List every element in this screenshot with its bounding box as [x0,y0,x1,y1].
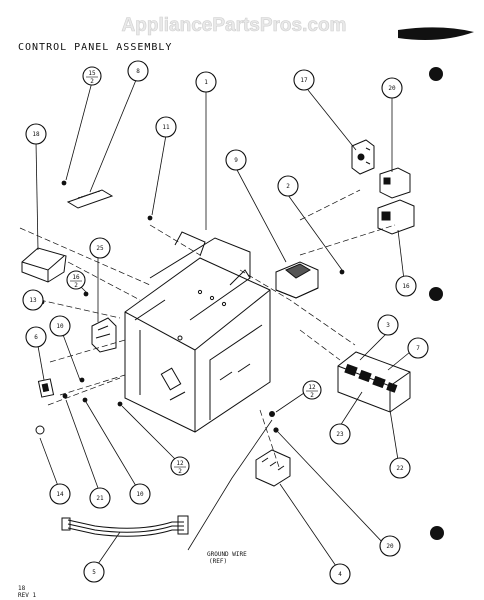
callout-16-2: 16 2 [66,270,86,290]
svg-text:16: 16 [72,274,80,281]
svg-text:25: 25 [96,245,104,252]
callout-25: 25 [89,237,111,259]
fasteners [35,180,345,435]
svg-text:5: 5 [92,569,96,576]
diagram-title: CONTROL PANEL ASSEMBLY [18,42,172,53]
knob-part-17 [351,139,375,175]
callout-5: 5 [83,561,105,583]
svg-text:4: 4 [338,571,342,578]
main-chassis [124,231,271,433]
watermark-text: AppliancePartsPros.com [122,15,347,36]
callout-11: 11 [155,116,177,138]
callout-10-upper: 10 [49,315,71,337]
fraction-callouts: 15 2 16 2 12 2 12 2 [66,66,322,476]
callout-16: 16 [395,275,417,297]
footer-revision: REV 1 [18,592,36,599]
scan-mark [398,27,474,40]
callout-17: 17 [293,69,315,91]
svg-text:12: 12 [308,384,316,391]
svg-text:18: 18 [32,131,40,138]
svg-text:2: 2 [286,183,290,190]
callout-20-upper: 20 [381,77,403,99]
callout-9: 9 [225,149,247,171]
callout-balloons: 1 2 3 4 5 6 7 8 9 10 10 11 13 14 16 17 1… [22,60,429,585]
ground-wire [187,419,273,551]
svg-text:20: 20 [388,85,396,92]
binder-hole-bottom [430,526,444,540]
svg-text:14: 14 [56,491,64,498]
callout-21: 21 [89,487,111,509]
svg-text:12: 12 [176,460,184,467]
callout-7: 7 [407,337,429,359]
callout-10-lower: 10 [129,483,151,505]
svg-text:10: 10 [56,323,64,330]
svg-text:2: 2 [90,78,94,85]
callout-1: 1 [195,71,217,93]
control-board-part-7 [337,351,411,413]
binder-hole-top [429,67,443,81]
svg-text:6: 6 [34,334,38,341]
callout-3: 3 [377,314,399,336]
binder-hole-middle [429,287,443,301]
module-part-13 [379,167,411,199]
svg-text:20: 20 [386,543,394,550]
svg-text:21: 21 [96,495,104,502]
assembly-dashed-lines [19,189,396,471]
callout-4: 4 [329,563,351,585]
callout-15-2: 15 2 [82,66,102,86]
ground-wire-label: GROUND WIRE [207,551,247,558]
svg-text:3: 3 [386,322,390,329]
transformer-part-9 [275,261,319,299]
callout-6: 6 [25,326,47,348]
relay-part-25 [91,317,117,353]
footer-page-number: 18 [18,585,26,592]
wire-harness-part-5 [61,515,189,537]
terminal-block-part-4 [255,449,291,487]
callout-13: 13 [22,289,44,311]
svg-text:2: 2 [178,468,182,475]
svg-text:11: 11 [162,124,170,131]
svg-text:16: 16 [402,283,410,290]
svg-text:10: 10 [136,491,144,498]
svg-text:15: 15 [88,70,96,77]
callout-22: 22 [389,457,411,479]
callout-12-2-right: 12 2 [302,380,322,400]
cover-part-18 [21,247,67,283]
ground-wire-ref: (REF) [209,558,227,565]
svg-text:2: 2 [310,392,314,399]
svg-text:13: 13 [29,297,37,304]
svg-text:2: 2 [74,282,78,289]
svg-text:23: 23 [336,431,344,438]
callout-14: 14 [49,483,71,505]
callout-12-2-lower: 12 2 [170,456,190,476]
switch-part-6 [37,378,55,398]
svg-text:8: 8 [136,68,140,75]
svg-text:9: 9 [234,157,238,164]
callout-23: 23 [329,423,351,445]
leader-lines [35,79,411,567]
bracket-part-8 [66,189,114,209]
module-part-16 [377,199,415,235]
callout-20-lower: 20 [379,535,401,557]
callout-2: 2 [277,175,299,197]
callout-18: 18 [25,123,47,145]
svg-text:7: 7 [416,345,420,352]
svg-text:1: 1 [204,79,208,86]
callout-8: 8 [127,60,149,82]
svg-text:17: 17 [300,77,308,84]
svg-text:22: 22 [396,465,404,472]
